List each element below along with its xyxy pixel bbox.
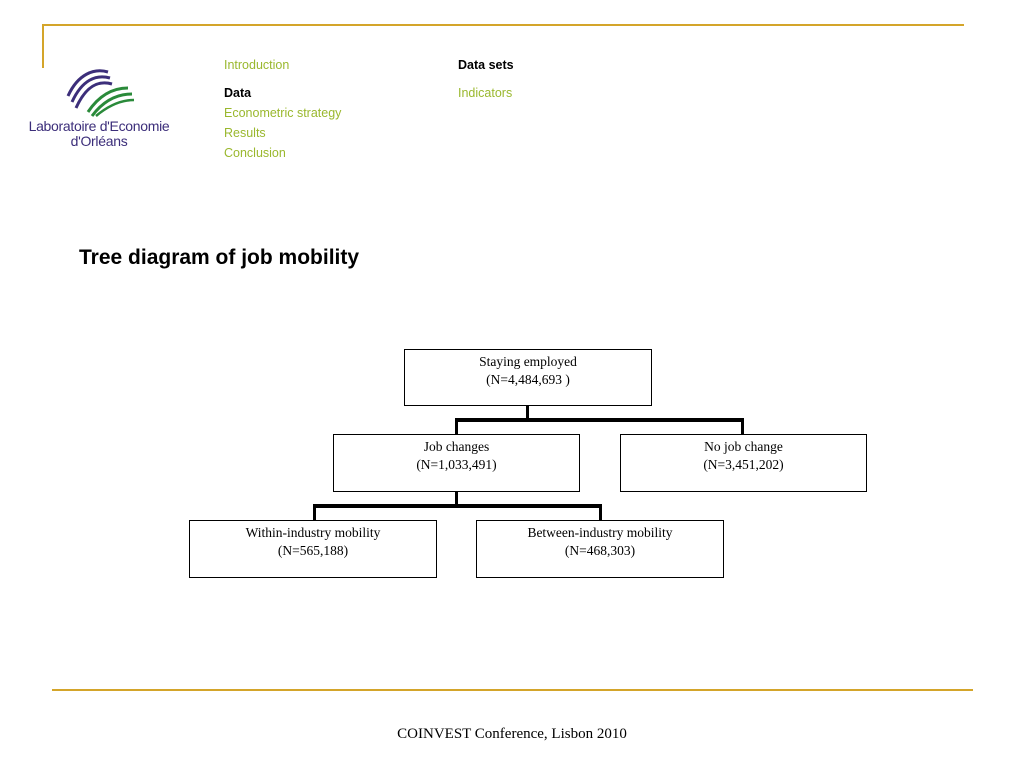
nav-item-conclusion[interactable]: Conclusion (224, 146, 286, 160)
nav-item-results[interactable]: Results (224, 126, 266, 140)
connector-job-changes-down (455, 491, 458, 506)
slide-title: Tree diagram of job mobility (79, 246, 360, 269)
node-staying-employed-label: Staying employed (479, 354, 577, 369)
node-staying-employed-count: (N=4,484,693 ) (486, 372, 570, 387)
nav-main: Introduction Data Econometric strategy R… (224, 55, 341, 163)
nav-sub: Data sets Indicators (458, 55, 514, 103)
connector-to-no-job-change (741, 418, 744, 435)
connector-root-down (526, 405, 529, 420)
connector-level2-bar (313, 504, 602, 508)
node-no-job-change-count: (N=3,451,202) (703, 457, 784, 472)
connector-to-within (313, 504, 316, 521)
node-between-industry: Between-industry mobility (N=468,303) (476, 520, 724, 578)
footer-text: COINVEST Conference, Lisbon 2010 (397, 726, 627, 742)
node-within-industry-count: (N=565,188) (277, 543, 349, 558)
node-no-job-change: No job change (N=3,451,202) (620, 434, 867, 492)
frame-top-line (42, 24, 964, 26)
nav-subitem-indicators[interactable]: Indicators (458, 86, 513, 100)
node-job-changes-label: Job changes (423, 439, 490, 454)
frame-bottom-line (52, 689, 973, 691)
logo-mark-icon (66, 69, 135, 117)
nav-subitem-data-sets[interactable]: Data sets (458, 58, 514, 72)
connector-to-job-changes (455, 418, 458, 435)
node-between-industry-label: Between-industry mobility (527, 525, 673, 540)
node-within-industry-label: Within-industry mobility (245, 525, 381, 540)
nav-item-data[interactable]: Data (224, 86, 252, 100)
node-within-industry: Within-industry mobility (N=565,188) (189, 520, 437, 578)
node-job-changes: Job changes (N=1,033,491) (333, 434, 580, 492)
logo-text-line2: d'Orléans (70, 133, 128, 149)
node-between-industry-count: (N=468,303) (564, 543, 636, 558)
node-staying-employed: Staying employed (N=4,484,693 ) (404, 349, 652, 406)
logo: Laboratoire d'Economie d'Orléans (18, 66, 180, 150)
logo-text-line1: Laboratoire d'Economie (28, 118, 170, 134)
frame-left-line (42, 24, 44, 68)
nav-item-introduction[interactable]: Introduction (224, 58, 290, 72)
nav-item-econometric-strategy[interactable]: Econometric strategy (224, 106, 342, 120)
node-no-job-change-label: No job change (704, 439, 783, 454)
connector-to-between (599, 504, 602, 521)
node-job-changes-count: (N=1,033,491) (416, 457, 497, 472)
connector-level1-bar (455, 418, 744, 422)
